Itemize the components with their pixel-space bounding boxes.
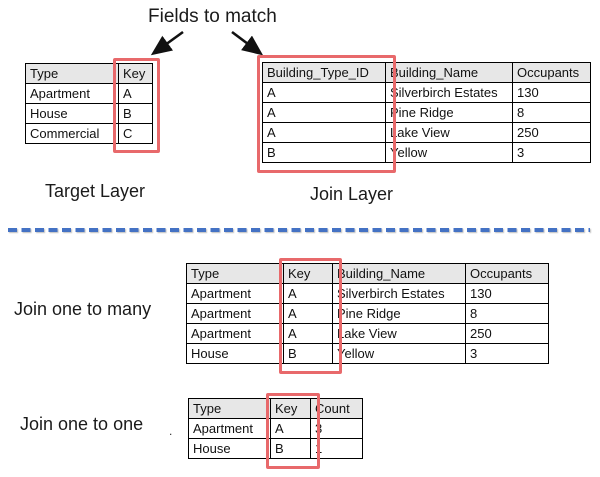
table-cell: 3	[465, 343, 549, 364]
column-header: Key	[270, 398, 311, 419]
join-one-to-many-label: Join one to many	[14, 299, 152, 319]
column-header: Key	[283, 263, 333, 284]
table-cell: Apartment	[186, 323, 284, 344]
table-cell: A	[283, 303, 333, 324]
table-cell: Silverbirch Estates	[385, 82, 513, 103]
stray-period: .	[169, 424, 173, 438]
table-cell: Apartment	[186, 303, 284, 324]
table-cell: Apartment	[186, 283, 284, 304]
target-layer-label: Target Layer	[45, 181, 146, 201]
table-cell: 130	[465, 283, 549, 304]
table-cell: Yellow	[332, 343, 466, 364]
table-cell: A	[270, 418, 311, 439]
column-header: Occupants	[465, 263, 549, 284]
table-cell: A	[262, 102, 386, 123]
table-cell: House	[188, 438, 271, 459]
table-cell: A	[118, 83, 153, 104]
table-cell: B	[118, 103, 153, 124]
table-cell: 250	[465, 323, 549, 344]
column-header: Count	[310, 398, 363, 419]
table-cell: A	[262, 122, 386, 143]
table-cell: 3	[512, 142, 591, 163]
table-cell: 8	[512, 102, 591, 123]
join-layer-label: Join Layer	[310, 184, 394, 204]
table-cell: A	[283, 283, 333, 304]
column-header: Building_Type_ID	[262, 62, 386, 83]
column-header: Building_Name	[385, 62, 513, 83]
table-cell: Commercial	[25, 123, 119, 144]
table-cell: Lake View	[385, 122, 513, 143]
table-cell: Pine Ridge	[385, 102, 513, 123]
table-cell: 8	[465, 303, 549, 324]
column-header: Building_Name	[332, 263, 466, 284]
section-divider-dashed-line	[8, 228, 590, 232]
column-header: Occupants	[512, 62, 591, 83]
join-one-to-one-label: Join one to one	[20, 414, 144, 434]
right-match-arrow	[231, 30, 264, 56]
table-cell: C	[118, 123, 153, 144]
table-cell: Yellow	[385, 142, 513, 163]
table-cell: 250	[512, 122, 591, 143]
table-cell: B	[283, 343, 333, 364]
table-cell: House	[186, 343, 284, 364]
table-cell: B	[262, 142, 386, 163]
table-cell: Pine Ridge	[332, 303, 466, 324]
table-cell: 3	[310, 418, 363, 439]
left-match-arrow	[150, 30, 184, 56]
table-cell: Apartment	[188, 418, 271, 439]
table-cell: A	[262, 82, 386, 103]
column-header: Key	[118, 63, 153, 84]
table-cell: Apartment	[25, 83, 119, 104]
table-cell: B	[270, 438, 311, 459]
table-cell: 130	[512, 82, 591, 103]
table-cell: 1	[310, 438, 363, 459]
column-header: Type	[186, 263, 284, 284]
fields-to-match-label: Fields to match	[148, 6, 277, 27]
column-header: Type	[25, 63, 119, 84]
table-cell: Silverbirch Estates	[332, 283, 466, 304]
table-cell: House	[25, 103, 119, 124]
column-header: Type	[188, 398, 271, 419]
table-cell: Lake View	[332, 323, 466, 344]
table-cell: A	[283, 323, 333, 344]
